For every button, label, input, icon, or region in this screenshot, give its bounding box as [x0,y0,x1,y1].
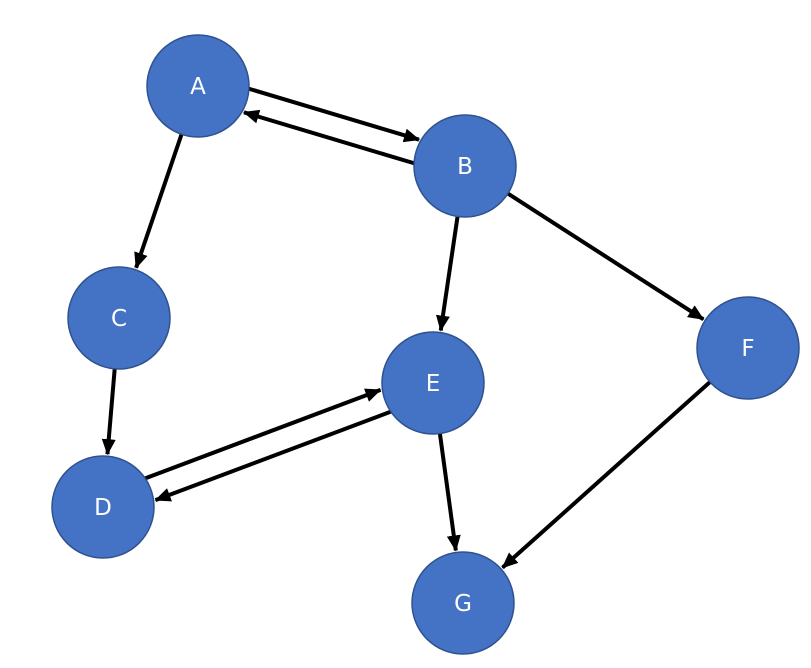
node-label: D [94,495,112,521]
node-label: F [741,336,754,362]
node-circle [67,266,171,370]
edges-layer [101,86,712,570]
edge-f-to-g [501,380,712,570]
edge-a-to-b [248,86,421,143]
node-circle [51,455,155,559]
edge-e-to-g [437,433,461,552]
edge-c-to-d [101,368,117,456]
edge-a-to-c [134,133,184,269]
node-d: D [51,455,155,559]
node-label: C [111,306,127,332]
node-g: G [411,551,515,655]
edge-b-to-f [506,191,705,322]
node-label: A [190,74,206,100]
node-label: E [426,371,441,397]
node-f: F [696,296,800,400]
node-b: B [413,114,517,218]
edge-b-to-e [435,216,460,332]
edge-e-to-d [154,409,392,502]
node-circle [411,551,515,655]
node-c: C [67,266,171,370]
node-a: A [146,34,250,138]
edge-b-to-a [242,109,415,166]
node-e: E [381,331,485,435]
node-circle [146,34,250,138]
node-circle [413,114,517,218]
nodes-layer: A B C D E F G [51,34,800,655]
node-circle [381,331,485,435]
node-label: G [454,591,472,617]
edge-d-to-e [144,388,382,481]
node-label: B [457,154,473,180]
node-circle [696,296,800,400]
